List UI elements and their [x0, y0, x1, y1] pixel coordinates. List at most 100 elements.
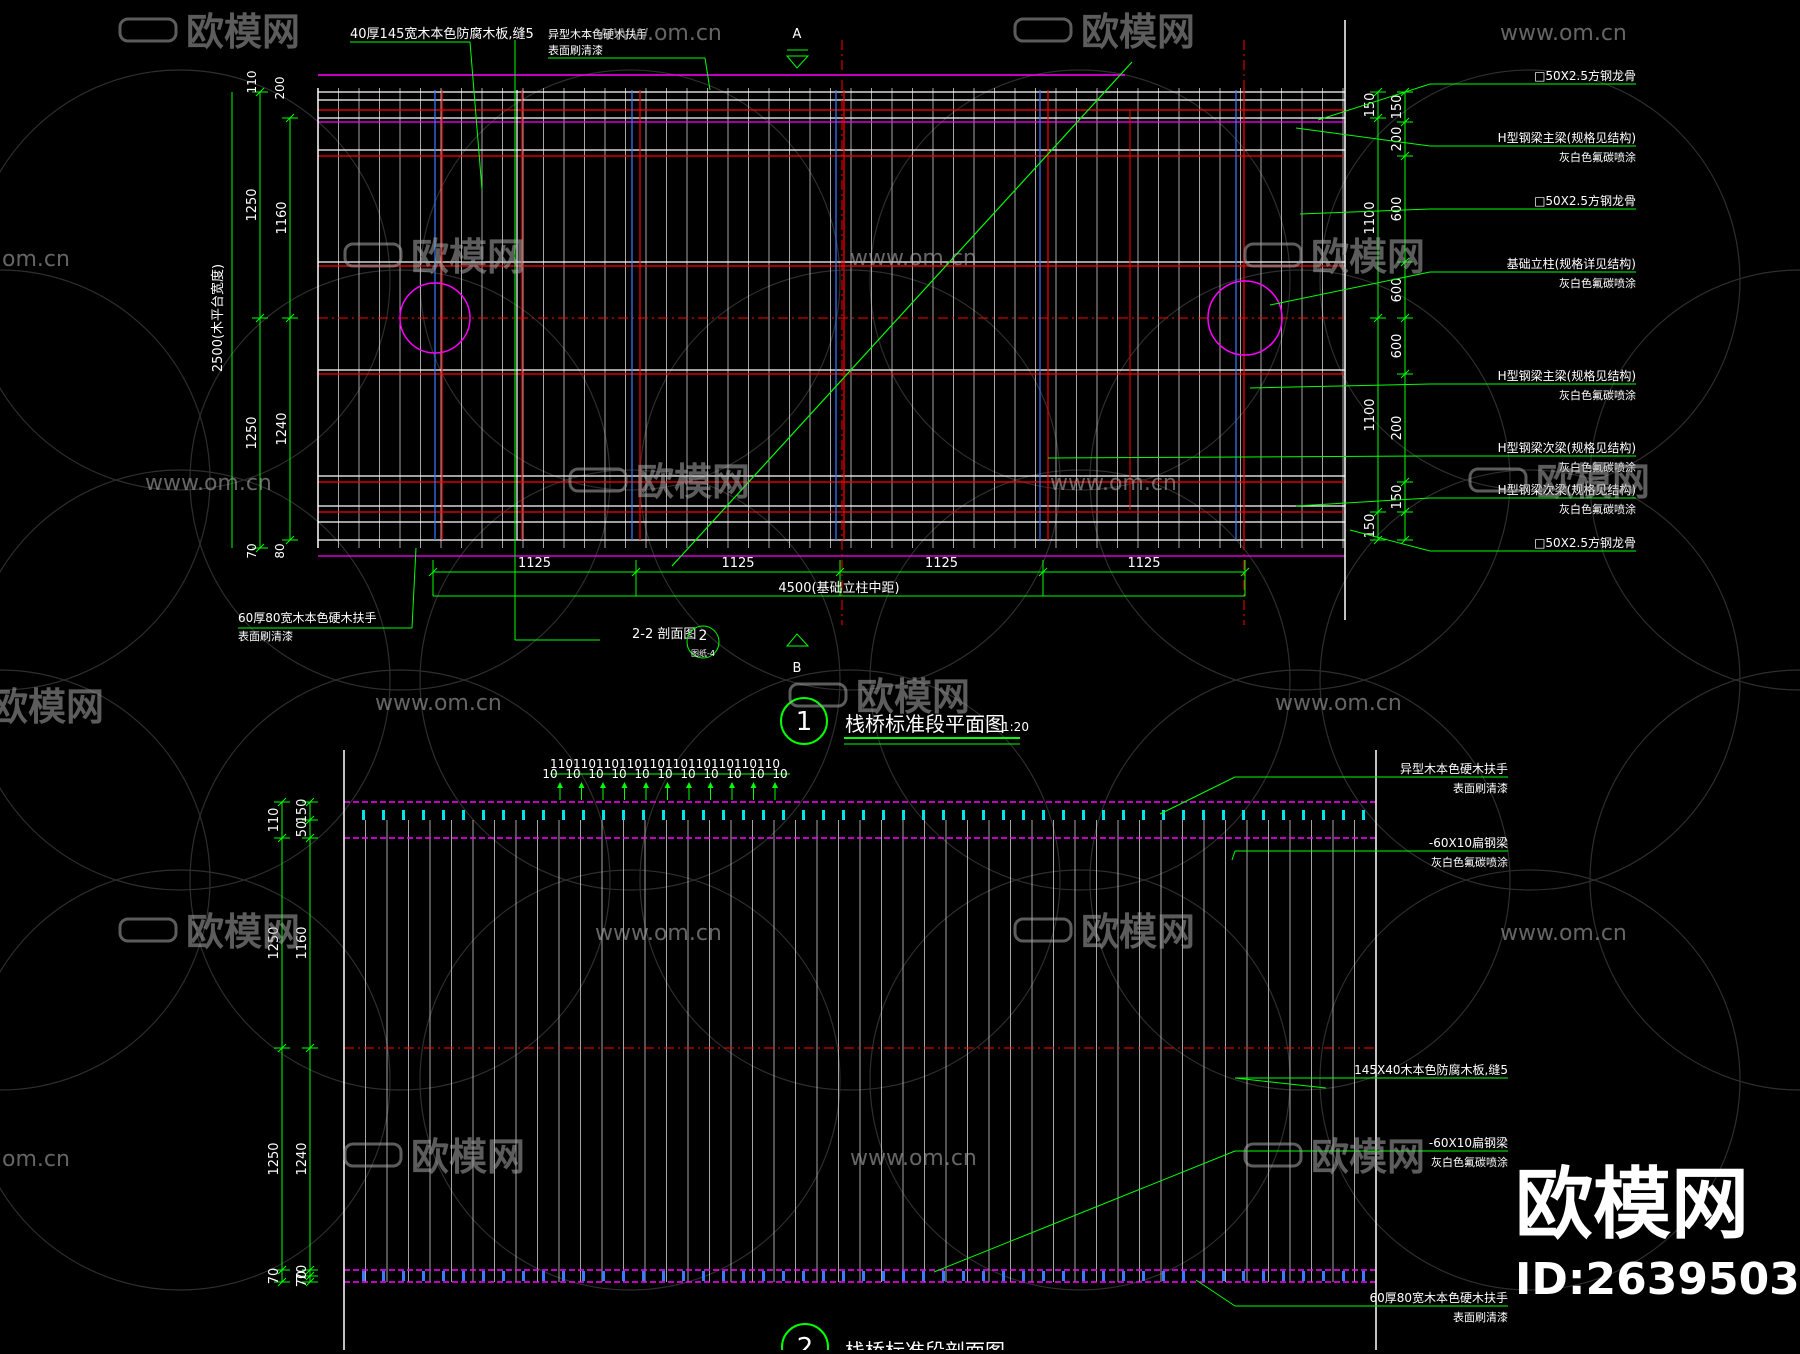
plan1-span-dim: 1125	[721, 556, 754, 571]
plan2-top-dim: 10	[634, 767, 649, 781]
baluster-mark	[982, 810, 985, 820]
plan1-right-dim-b-text: 1100	[1363, 398, 1378, 431]
plan1-right-label: H型钢梁次梁(规格见结构)	[1498, 440, 1636, 455]
baluster-mark	[642, 1271, 645, 1281]
baluster-mark	[702, 810, 705, 820]
leader-line	[469, 41, 483, 191]
plan2-top-dim: 10	[565, 767, 580, 781]
plan1-right-label: □50X2.5方钢龙骨	[1534, 193, 1636, 208]
baluster-mark	[882, 810, 885, 820]
baluster-mark	[662, 1271, 665, 1281]
baluster-mark	[922, 1271, 925, 1281]
dimension-arrow	[557, 782, 563, 788]
watermark-url: www.om.cn	[1500, 921, 1627, 946]
watermark-circle	[1589, 269, 1800, 691]
baluster-mark	[1022, 1271, 1025, 1281]
plan1-dim-bottom: 80	[273, 543, 287, 558]
plan1-right-dim-a-text: 200	[1390, 127, 1405, 152]
plan2-right-label-sub: 灰白色氟碳喷涂	[1431, 1155, 1508, 1169]
watermark-circle	[869, 469, 1291, 891]
watermark-circle	[1319, 469, 1741, 891]
plan1-span-dim: 1125	[1127, 556, 1160, 571]
leader-line	[1299, 208, 1431, 215]
plan2-left-dim-outer-text: 1250	[267, 926, 282, 959]
dimension-arrow	[772, 782, 778, 788]
watermark-circle	[869, 869, 1291, 1291]
baluster-mark	[1202, 1271, 1205, 1281]
baluster-mark	[682, 1271, 685, 1281]
brand-name: 欧模网	[1515, 1160, 1750, 1250]
plan1-note-bottom-rail: 60厚80宽木本色硬木扶手	[238, 610, 377, 625]
baluster-mark	[1162, 1271, 1165, 1281]
plan1-right-dim-a-text: 600	[1390, 197, 1405, 222]
plan1-right-dim-a-text: 150	[1390, 95, 1405, 120]
plan2-top-dim: 10	[657, 767, 672, 781]
baluster-mark	[982, 1271, 985, 1281]
baluster-mark	[882, 1271, 885, 1281]
baluster-mark	[382, 1271, 385, 1281]
plan2-left-dim-inner-text: 70	[295, 1265, 310, 1282]
plan1-right-dim-b-text: 150	[1363, 514, 1378, 539]
watermark-circle	[1319, 869, 1741, 1291]
plan1-right-label-sub: 灰白色氟碳喷涂	[1559, 502, 1636, 516]
plan2-left-dim-inner-text: 150	[295, 799, 310, 824]
baluster-mark	[582, 810, 585, 820]
watermark-circle	[1089, 269, 1511, 691]
baluster-mark	[522, 1271, 525, 1281]
plan2-right-label: 60厚80宽木本色硬木扶手	[1369, 1290, 1508, 1305]
plan2-left-dim-outer-text: 70	[267, 1268, 282, 1285]
baluster-mark	[662, 810, 665, 820]
plan1-right-dim-b-text: 1100	[1363, 201, 1378, 234]
plan1-note-deck: 40厚145宽木本色防腐木板,缝5	[350, 26, 534, 42]
watermark-sofa-icon	[1243, 1142, 1303, 1168]
watermark-url: www.om.cn	[850, 1146, 977, 1171]
baluster-mark	[1122, 1271, 1125, 1281]
plan1-dim-top: 200	[273, 77, 287, 100]
watermark-circle	[419, 869, 841, 1291]
baluster-mark	[802, 810, 805, 820]
baluster-mark	[582, 1271, 585, 1281]
watermark-url-partial: om.cn	[2, 1147, 70, 1172]
baluster-mark	[942, 1271, 945, 1281]
plan2-title: 栈桥标准段剖面图	[845, 1339, 1005, 1350]
baluster-mark	[862, 1271, 865, 1281]
plan2-left-dim-inner-text: 70	[295, 1271, 310, 1288]
plan2-title-number: 2	[797, 1333, 814, 1350]
watermark-sofa-icon	[118, 17, 178, 43]
baluster-mark	[1082, 810, 1085, 820]
plan1-right-label-sub: 灰白色氟碳喷涂	[1559, 276, 1636, 290]
baluster-mark	[1262, 1271, 1265, 1281]
plan1-span-dim: 1125	[518, 556, 551, 571]
plan2-top-dim: 10	[611, 767, 626, 781]
plan2-left-dim-outer-text: 110	[267, 808, 282, 833]
watermark-sofa-icon	[1468, 467, 1528, 493]
baluster-mark	[862, 810, 865, 820]
baluster-mark	[1162, 810, 1165, 820]
baluster-mark	[1082, 1271, 1085, 1281]
baluster-mark	[722, 1271, 725, 1281]
baluster-mark	[502, 810, 505, 820]
plan1-total-dim: 4500(基础立柱中距)	[778, 581, 899, 596]
watermark-circle	[869, 69, 1291, 491]
watermark-circle	[419, 469, 841, 891]
plan2-right-label-sub: 表面刷清漆	[1453, 781, 1508, 795]
baluster-mark	[1022, 810, 1025, 820]
section-ref-circle	[686, 625, 720, 659]
plan2-title-circle	[781, 1323, 829, 1354]
plan1-right-label: □50X2.5方钢龙骨	[1534, 535, 1636, 550]
plan2-left-dim-outer-text: 1250	[267, 1142, 282, 1175]
watermark-url: www.om.cn	[1275, 691, 1402, 716]
watermark-circle	[0, 269, 211, 691]
watermark-url: www.om.cn	[595, 21, 722, 46]
baluster-mark	[1142, 1271, 1145, 1281]
watermark-sofa-icon	[118, 917, 178, 943]
baluster-mark	[822, 810, 825, 820]
watermark-text-partial: 欧模网	[0, 685, 104, 729]
baluster-mark	[842, 1271, 845, 1281]
leader-line	[1234, 1077, 1327, 1089]
watermark-url: www.om.cn	[375, 691, 502, 716]
plan1-right-label: □50X2.5方钢龙骨	[1534, 68, 1636, 83]
baluster-mark	[422, 810, 425, 820]
dimension-arrow	[643, 782, 649, 788]
